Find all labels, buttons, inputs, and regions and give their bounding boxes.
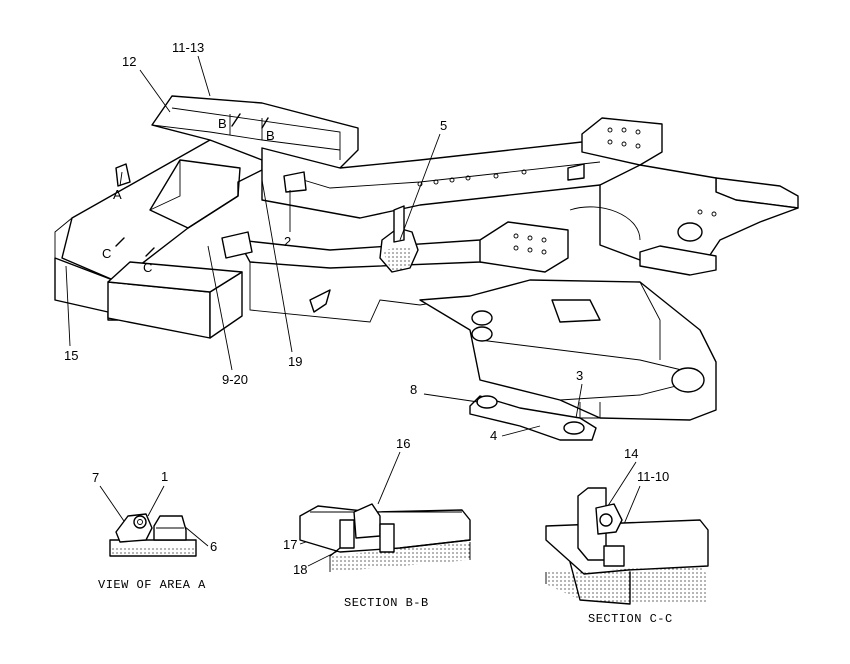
left-compartment-opening: [149, 159, 241, 229]
section-mark-a: A: [113, 187, 122, 202]
callout-11-10: 11-10: [637, 469, 669, 484]
callout-12: 12: [122, 54, 136, 69]
caption-view-of-area-a: VIEW OF AREA A: [98, 578, 206, 592]
callout-1: 1: [161, 469, 168, 484]
callout-3: 3: [576, 368, 583, 383]
frame-bolt-holes: [417, 127, 717, 255]
callout-14: 14: [624, 446, 638, 461]
section-mark-c-right: C: [143, 260, 152, 275]
callout-4: 4: [490, 428, 497, 443]
callout-17: 17: [283, 537, 297, 552]
caption-section-b-b: SECTION B-B: [344, 596, 429, 610]
callout-8: 8: [410, 382, 417, 397]
caption-section-c-c: SECTION C-C: [588, 612, 673, 626]
detail-view-area-a: VIEW OF AREA A: [98, 513, 206, 592]
center-mount-plate: [479, 221, 569, 273]
callout-9-20: 9-20: [222, 372, 248, 387]
callout-11-13: 11-13: [172, 40, 204, 55]
callout-19: 19: [288, 354, 302, 369]
right-small-plate: [639, 245, 717, 276]
upper-mount-plate: [581, 117, 663, 166]
callout-16: 16: [396, 436, 410, 451]
callout-2: 2: [284, 234, 291, 249]
callouts: 11-13 12 5 2 19 9-20 15 3 8 4 14 11-10: [64, 40, 669, 577]
detail-section-c-c: SECTION C-C: [545, 487, 709, 626]
lower-yoke: [419, 279, 717, 421]
main-frame-assembly: [54, 95, 799, 441]
section-mark-b-right: B: [266, 128, 275, 143]
battery-box-lid: [107, 261, 243, 293]
callout-6: 6: [210, 539, 217, 554]
section-marks: A B B C C: [102, 113, 275, 275]
top-cover-plate: [151, 95, 359, 169]
section-mark-c-left: C: [102, 246, 111, 261]
callout-18: 18: [293, 562, 307, 577]
callout-7: 7: [92, 470, 99, 485]
section-mark-b-left: B: [218, 116, 227, 131]
right-side-frame: [599, 164, 799, 271]
left-compartment-top: [61, 139, 263, 283]
detail-section-b-b: SECTION B-B: [299, 503, 471, 610]
callout-5: 5: [440, 118, 447, 133]
callout-15: 15: [64, 348, 78, 363]
